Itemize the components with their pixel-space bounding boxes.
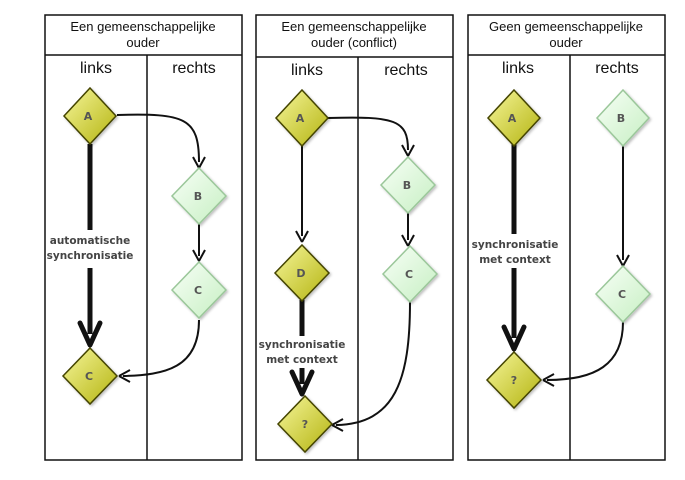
panel-3: Geen gemeenschappelijke ouder links rech… — [467, 14, 666, 461]
node-a-label: A — [84, 110, 93, 123]
node-c-label: C — [405, 268, 413, 281]
panel-title-line2: ouder — [126, 35, 160, 50]
node-b-label: B — [194, 190, 202, 203]
edge-a-to-b — [327, 116, 409, 151]
edge-label-bg — [264, 336, 342, 368]
node-b-label: B — [403, 179, 411, 192]
lane-label-left: links — [291, 62, 323, 79]
arrowhead — [295, 230, 309, 243]
node-c — [594, 264, 652, 324]
lane-label-right: rechts — [172, 60, 216, 77]
arrowhead — [331, 418, 344, 432]
lane-label-right: rechts — [595, 60, 639, 77]
lane-label-left: links — [80, 60, 112, 77]
arrowhead — [118, 369, 131, 383]
arrowhead — [401, 144, 415, 157]
edge-label-line1: synchronisatie — [259, 339, 346, 351]
edge-c-to-merge — [122, 319, 200, 377]
edge-a-to-b — [116, 113, 200, 163]
arrowhead — [501, 324, 527, 352]
node-b — [170, 166, 228, 226]
edge-label-line2: met context — [479, 254, 551, 266]
node-merge — [276, 394, 334, 454]
arrowhead — [401, 234, 415, 247]
node-b — [595, 88, 651, 148]
node-merge — [485, 350, 543, 410]
edge-c-to-merge — [546, 321, 624, 381]
panel-title-line2: ouder (conflict) — [311, 35, 397, 50]
node-a-label: A — [508, 112, 517, 125]
node-d-label: D — [296, 267, 305, 280]
arrowhead — [616, 254, 630, 267]
panel-1: Een gemeenschappelijke ouder links recht… — [44, 14, 243, 461]
edges — [501, 144, 630, 387]
edge-label-line2: synchronisatie — [47, 250, 134, 262]
node-b-label: B — [617, 112, 625, 125]
node-c — [381, 244, 439, 304]
edge-label-line1: synchronisatie — [472, 239, 559, 251]
panel-title-line1: Geen gemeenschappelijke — [489, 19, 643, 34]
node-a — [274, 88, 330, 148]
panel-title-line2: ouder — [549, 35, 583, 50]
arrowhead — [289, 369, 315, 397]
edge-label-bg — [52, 232, 128, 264]
node-a — [62, 86, 118, 146]
arrowhead — [542, 373, 555, 387]
edge-c-to-merge — [335, 301, 411, 426]
arrowhead — [192, 156, 206, 169]
arrowhead — [192, 249, 206, 262]
arrowhead — [77, 320, 103, 348]
edge-label-bg — [474, 236, 554, 268]
edge-label-line2: met context — [266, 354, 338, 366]
node-merge-label: ? — [302, 418, 308, 431]
edges — [289, 116, 415, 432]
node-c-right — [170, 260, 228, 320]
panel-title-line1: Een gemeenschappelijke — [281, 19, 426, 34]
node-d — [273, 243, 331, 303]
panel-title-line1: Een gemeenschappelijke — [70, 19, 215, 34]
lane-label-right: rechts — [384, 62, 428, 79]
node-merge-label: ? — [511, 374, 517, 387]
node-b — [379, 155, 437, 215]
node-c-label: C — [618, 288, 626, 301]
node-a-label: A — [296, 112, 305, 125]
panel-2: Een gemeenschappelijke ouder (conflict) … — [255, 14, 454, 461]
panel-frame — [255, 14, 454, 461]
edges — [77, 113, 206, 383]
lane-label-left: links — [502, 60, 534, 77]
node-c-right-label: C — [194, 284, 202, 297]
node-c-left-label: C — [85, 370, 93, 383]
edge-label-line1: automatische — [50, 235, 131, 247]
node-a — [486, 88, 542, 148]
node-c-left — [61, 346, 119, 406]
